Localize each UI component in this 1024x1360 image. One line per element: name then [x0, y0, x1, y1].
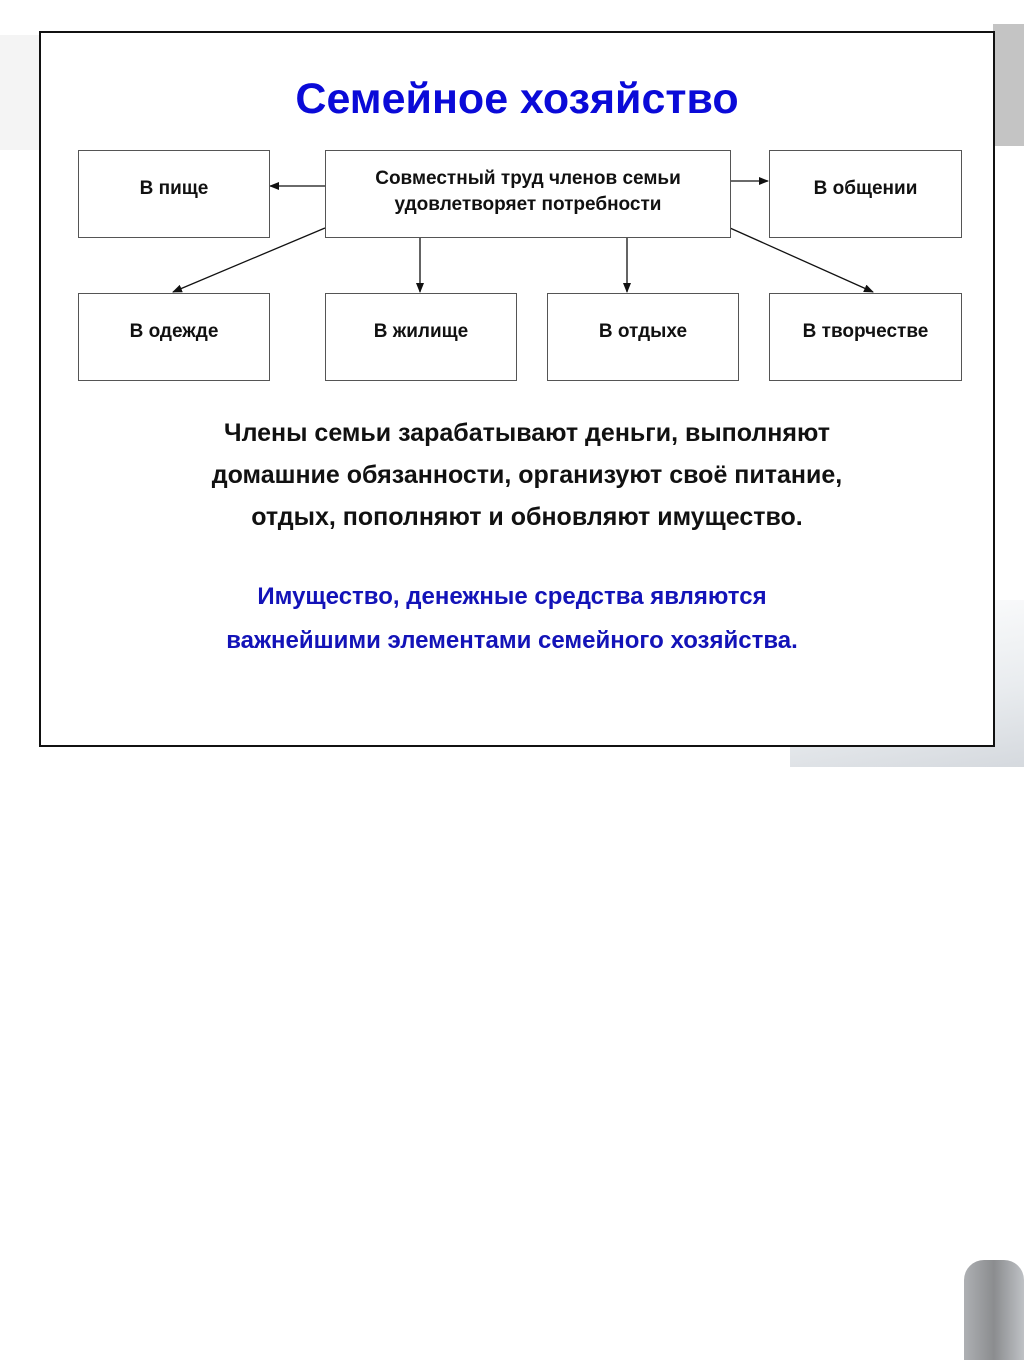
description-line: отдых, пополняют и обновляют имущество.: [251, 503, 803, 531]
need-label: В творчестве: [802, 321, 929, 343]
background-band: [993, 24, 1024, 146]
need-label: В отдыхе: [598, 321, 688, 343]
need-label: В жилище: [373, 321, 469, 343]
description-line: Члены семьи зарабатывают деньги, выполня…: [224, 419, 830, 447]
center-line-1: Совместный труд членов семьи: [375, 168, 681, 190]
description-paragraph: Члены семьи зарабатывают деньги, выполня…: [30, 412, 1024, 538]
background-panel: [0, 35, 39, 150]
need-box-housing: В жилище: [325, 293, 517, 381]
center-line-2: удовлетворяет потребности: [394, 194, 662, 215]
need-label: В общении: [813, 178, 918, 200]
need-label: В одежде: [129, 321, 219, 343]
need-box-creativity: В творчестве: [769, 293, 962, 381]
conclusion-line: важнейшими элементами семейного хозяйств…: [226, 627, 798, 654]
need-box-food: В пище: [78, 150, 270, 238]
description-line: домашние обязанности, организуют своё пи…: [211, 461, 843, 489]
need-label: В пище: [139, 178, 209, 200]
need-box-clothing: В одежде: [78, 293, 270, 381]
conclusion-line: Имущество, денежные средства являются: [257, 583, 767, 610]
conclusion-paragraph: Имущество, денежные средства являются ва…: [0, 575, 1024, 663]
arrow-to-creativity: [729, 227, 874, 293]
arrow-to-clothing: [172, 227, 326, 293]
slide-title: Семейное хозяйство: [295, 75, 739, 123]
center-box: Совместный труд членов семьи удовлетворяе…: [325, 150, 731, 238]
need-box-rest: В отдыхе: [547, 293, 739, 381]
need-box-communication: В общении: [769, 150, 962, 238]
people-silhouettes: [964, 1260, 1024, 1360]
diagram-arrows: [172, 177, 874, 293]
